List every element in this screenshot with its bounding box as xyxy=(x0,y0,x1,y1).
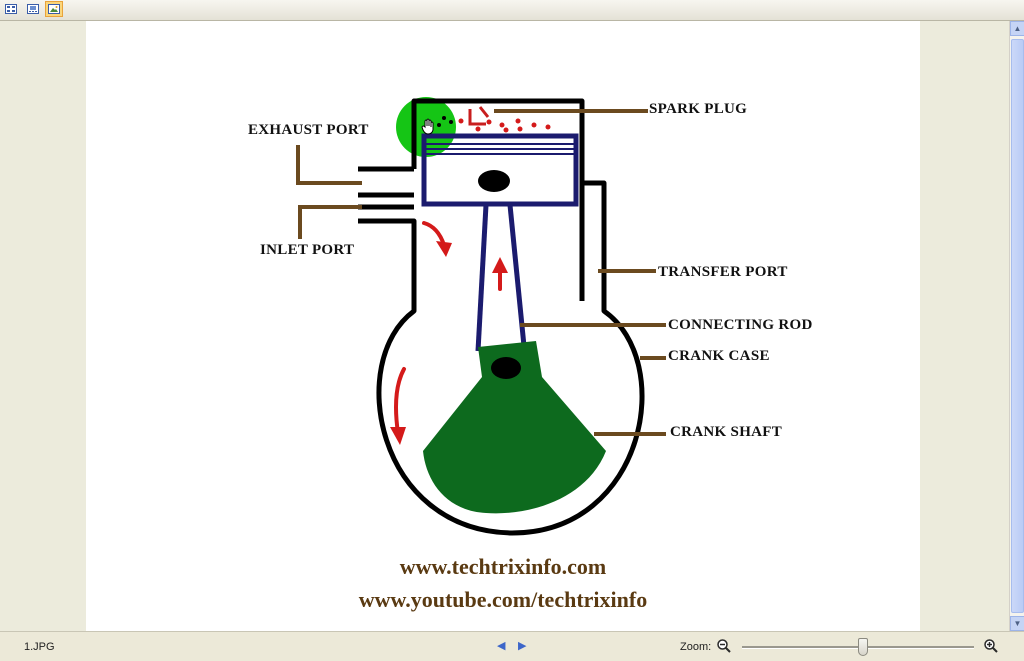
label-transfer-port: TRANSFER PORT xyxy=(658,264,788,280)
status-bar: 1.JPG ◀ ▶ Zoom: xyxy=(0,631,1024,661)
youtube-url: www.youtube.com/techtrixinfo xyxy=(358,587,648,612)
single-image-view-button[interactable] xyxy=(45,1,63,17)
arrow-heads xyxy=(390,241,508,445)
spark-particles xyxy=(458,118,551,133)
filmstrip-view-icon xyxy=(27,4,39,14)
gudgeon-pin xyxy=(478,170,510,192)
scroll-thumb[interactable] xyxy=(1011,39,1024,613)
image-canvas: EXHAUST PORT INLET PORT SPARK PLUG TRANS… xyxy=(86,21,920,631)
label-connecting-rod: CONNECTING ROD xyxy=(668,317,813,333)
piston xyxy=(421,133,579,207)
label-leaders xyxy=(296,109,666,436)
two-stroke-engine-diagram xyxy=(296,97,666,536)
filmstrip-view-button[interactable] xyxy=(24,1,42,17)
scroll-up-arrow-icon[interactable]: ▲ xyxy=(1010,21,1024,36)
thumbnails-view-button[interactable] xyxy=(2,1,20,17)
connecting-rod xyxy=(475,204,489,352)
zoom-label: Zoom: xyxy=(680,641,712,653)
zoom-out-icon[interactable] xyxy=(716,638,732,654)
crank-shaft xyxy=(423,341,606,514)
label-exhaust-port: EXHAUST PORT xyxy=(248,122,369,138)
toolbar xyxy=(0,0,1024,21)
scroll-down-arrow-icon[interactable]: ▼ xyxy=(1010,616,1024,631)
label-inlet-port: INLET PORT xyxy=(260,242,355,258)
image-viewer[interactable]: EXHAUST PORT INLET PORT SPARK PLUG TRANS… xyxy=(0,21,1009,631)
spark-plug-tip xyxy=(478,106,490,118)
label-crank-case: CRANK CASE xyxy=(668,348,770,364)
spark-plug-electrode xyxy=(468,109,486,126)
connecting-rod xyxy=(507,204,527,347)
fuel-particles xyxy=(437,116,453,127)
file-name: 1.JPG xyxy=(24,641,55,653)
single-image-view-icon xyxy=(48,4,60,14)
label-spark-plug: SPARK PLUG xyxy=(649,101,748,117)
next-image-icon[interactable]: ▶ xyxy=(518,640,527,652)
thumbnails-view-icon xyxy=(5,4,17,14)
engine-outline xyxy=(358,98,645,536)
hand-cursor-icon xyxy=(421,118,434,135)
website-url: www.techtrixinfo.com xyxy=(399,554,607,579)
zoom-slider-thumb[interactable] xyxy=(857,638,868,656)
zoom-in-icon[interactable] xyxy=(983,638,999,654)
crank-pin xyxy=(491,357,521,379)
previous-image-icon[interactable]: ◀ xyxy=(497,640,506,652)
vertical-scrollbar[interactable]: ▲ ▼ xyxy=(1009,21,1024,631)
label-crank-shaft: CRANK SHAFT xyxy=(670,424,783,440)
